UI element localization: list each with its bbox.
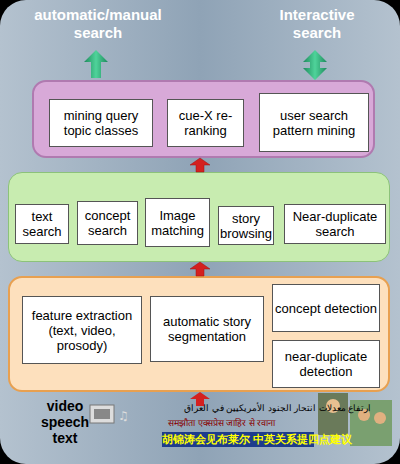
- flow-arrow: [190, 158, 210, 172]
- output-label: Interactive search: [262, 6, 372, 42]
- video-icon: [90, 405, 114, 423]
- photo-thumbnail: [318, 393, 348, 435]
- photo-face: [374, 412, 386, 424]
- box-label: mining query topic classes: [52, 108, 150, 138]
- process-box: text search: [15, 204, 69, 244]
- box-label: Near-duplicate search: [287, 209, 383, 239]
- output-arrow: [84, 50, 108, 78]
- layer-band: mining query topic classes cue-X re-ranki…: [32, 80, 375, 158]
- box-label: concept search: [80, 208, 135, 238]
- box-label: concept detection: [275, 301, 377, 316]
- process-box: cue-X re-ranking: [167, 99, 244, 147]
- process-box: feature extraction (text, video, prosody…: [22, 296, 142, 364]
- process-box: mining query topic classes: [49, 99, 153, 147]
- sample-text: समझौता एक्सप्रेस जाहिर से रवाना: [168, 418, 318, 429]
- box-label: cue-X re-ranking: [170, 108, 241, 138]
- audio-icon: ♫: [118, 409, 129, 423]
- sample-text: ارتفاع معدلات انتحار الجنود الأمريكيين ف…: [160, 403, 396, 414]
- flow-arrow: [190, 262, 210, 276]
- output-label: automatic/manual search: [28, 6, 168, 42]
- process-box: concept search: [77, 201, 138, 245]
- video-icon-frame: [94, 409, 110, 419]
- process-box: concept detection: [272, 284, 380, 332]
- process-box: near-duplicate detection: [272, 340, 380, 388]
- sample-text: 胡锦涛会见布莱尔 中英关系提四点建议: [162, 432, 314, 447]
- box-label: text search: [18, 209, 66, 239]
- box-label: near-duplicate detection: [275, 349, 377, 379]
- process-box: automatic story segmentation: [150, 296, 264, 362]
- box-label: user search pattern mining: [262, 108, 366, 138]
- process-box: Near-duplicate search: [284, 204, 386, 244]
- layer-band: feature extraction (text, video, prosody…: [8, 276, 390, 392]
- box-label: Image matching: [148, 208, 207, 238]
- box-label: story browsing: [220, 211, 272, 241]
- layer-band: text search concept search Image matching s…: [8, 172, 390, 262]
- input-label: video speech text: [34, 398, 96, 446]
- box-label: feature extraction (text, video, prosody…: [25, 308, 139, 353]
- box-label: automatic story segmentation: [153, 314, 261, 344]
- interactive-arrow: [303, 50, 327, 80]
- process-box: Image matching: [145, 198, 210, 247]
- process-box: user search pattern mining: [259, 93, 369, 152]
- process-box: story browsing: [218, 206, 274, 245]
